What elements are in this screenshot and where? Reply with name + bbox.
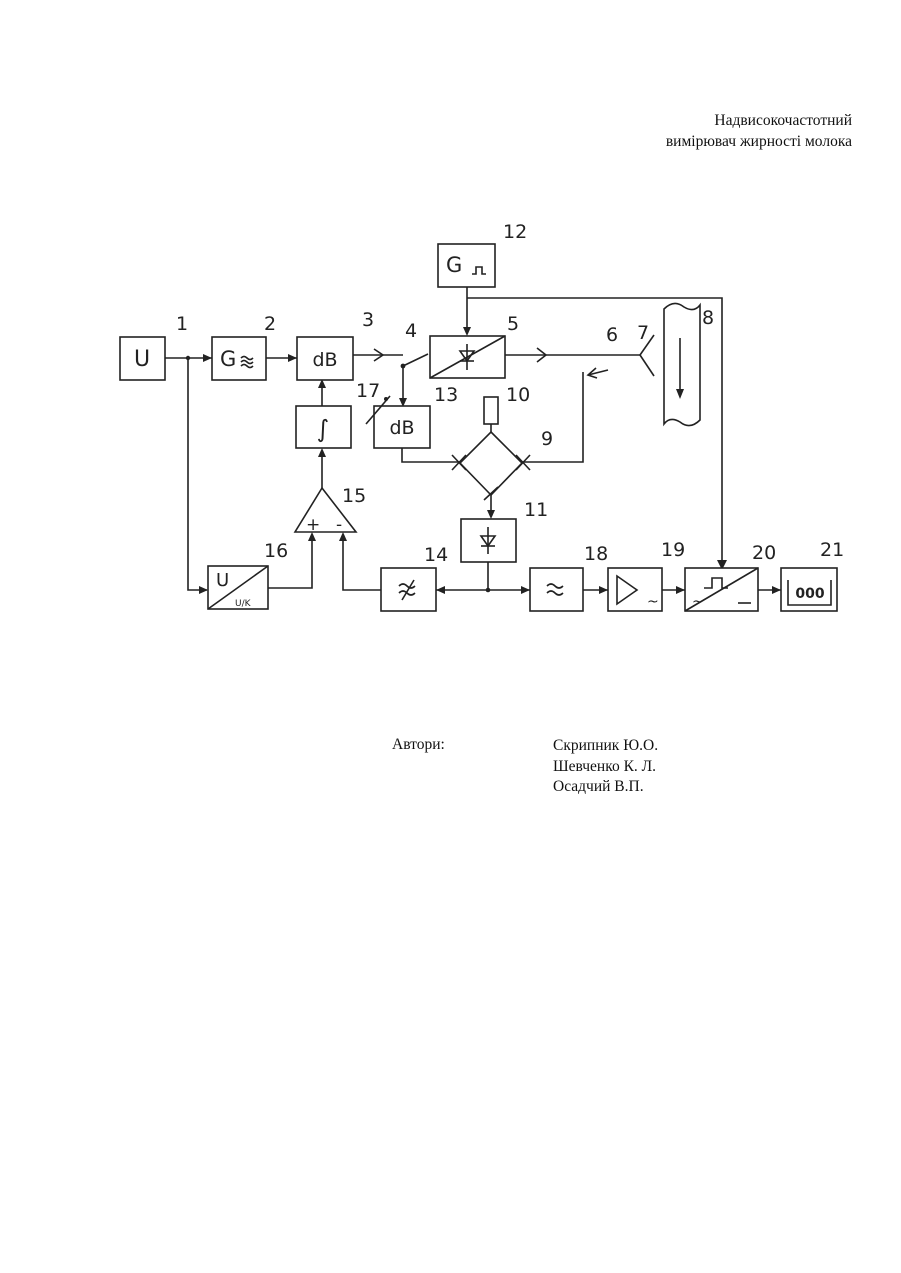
block-pulse-generator: G xyxy=(438,244,495,287)
block-voltage-divider: U U/K xyxy=(208,566,268,609)
svg-text:G: G xyxy=(446,253,462,277)
block-controlled-attenuator: dB xyxy=(297,337,353,380)
num-7: 7 xyxy=(637,322,649,344)
num-15: 15 xyxy=(342,485,366,507)
block-modulator xyxy=(430,336,505,378)
svg-text:~: ~ xyxy=(692,594,704,610)
num-14: 14 xyxy=(424,544,448,566)
authors-list: Скрипник Ю.О. Шевченко К. Л. Осадчий В.П… xyxy=(553,736,658,798)
block-microwave-generator: G xyxy=(212,337,266,380)
num-6: 6 xyxy=(606,324,618,346)
num-2: 2 xyxy=(264,313,276,335)
num-9: 9 xyxy=(541,428,553,450)
num-4: 4 xyxy=(405,320,417,342)
svg-text:U: U xyxy=(216,570,229,591)
author-name: Осадчий В.П. xyxy=(553,777,658,798)
num-16: 16 xyxy=(264,540,288,562)
block-amplifier: ~ xyxy=(608,568,662,611)
svg-text:~: ~ xyxy=(647,594,659,610)
block-reference-attenuator: dB xyxy=(366,396,430,448)
num-19: 19 xyxy=(661,539,685,561)
block-milk-pipe xyxy=(664,303,700,425)
num-5: 5 xyxy=(507,313,519,335)
block-power-source: U xyxy=(120,337,165,380)
num-10: 10 xyxy=(506,384,530,406)
num-18: 18 xyxy=(584,543,608,565)
svg-text:000: 000 xyxy=(795,586,824,602)
svg-text:dB: dB xyxy=(389,417,414,439)
num-11: 11 xyxy=(524,499,548,521)
num-1: 1 xyxy=(176,313,188,335)
author-name: Скрипник Ю.О. xyxy=(553,736,658,757)
svg-text:G: G xyxy=(220,347,236,371)
author-name: Шевченко К. Л. xyxy=(553,757,658,778)
block-band-pass-filter xyxy=(530,568,583,611)
svg-text:+: + xyxy=(306,515,320,535)
block-numbers: 1 2 3 4 5 6 7 8 9 10 11 12 13 14 15 16 1… xyxy=(176,221,844,566)
svg-text:dB: dB xyxy=(312,349,337,371)
authors-label: Автори: xyxy=(392,736,445,754)
block-detector xyxy=(461,519,516,562)
num-3: 3 xyxy=(362,309,374,331)
block-microwave-bridge xyxy=(452,432,530,500)
block-low-pass-filter xyxy=(381,568,436,611)
block-synchronous-detector: ~ xyxy=(685,568,758,611)
block-integrator: ∫ xyxy=(296,406,351,448)
num-13: 13 xyxy=(434,384,458,406)
svg-text:U/K: U/K xyxy=(235,599,252,609)
block-matched-load xyxy=(484,397,498,424)
svg-text:U: U xyxy=(134,347,150,372)
num-21: 21 xyxy=(820,539,844,561)
num-20: 20 xyxy=(752,542,776,564)
svg-text:∫: ∫ xyxy=(317,415,330,443)
num-8: 8 xyxy=(702,307,714,329)
num-17: 17 xyxy=(356,380,380,402)
num-12: 12 xyxy=(503,221,527,243)
block-digital-display: 000 xyxy=(781,568,837,611)
svg-text:-: - xyxy=(336,515,342,535)
